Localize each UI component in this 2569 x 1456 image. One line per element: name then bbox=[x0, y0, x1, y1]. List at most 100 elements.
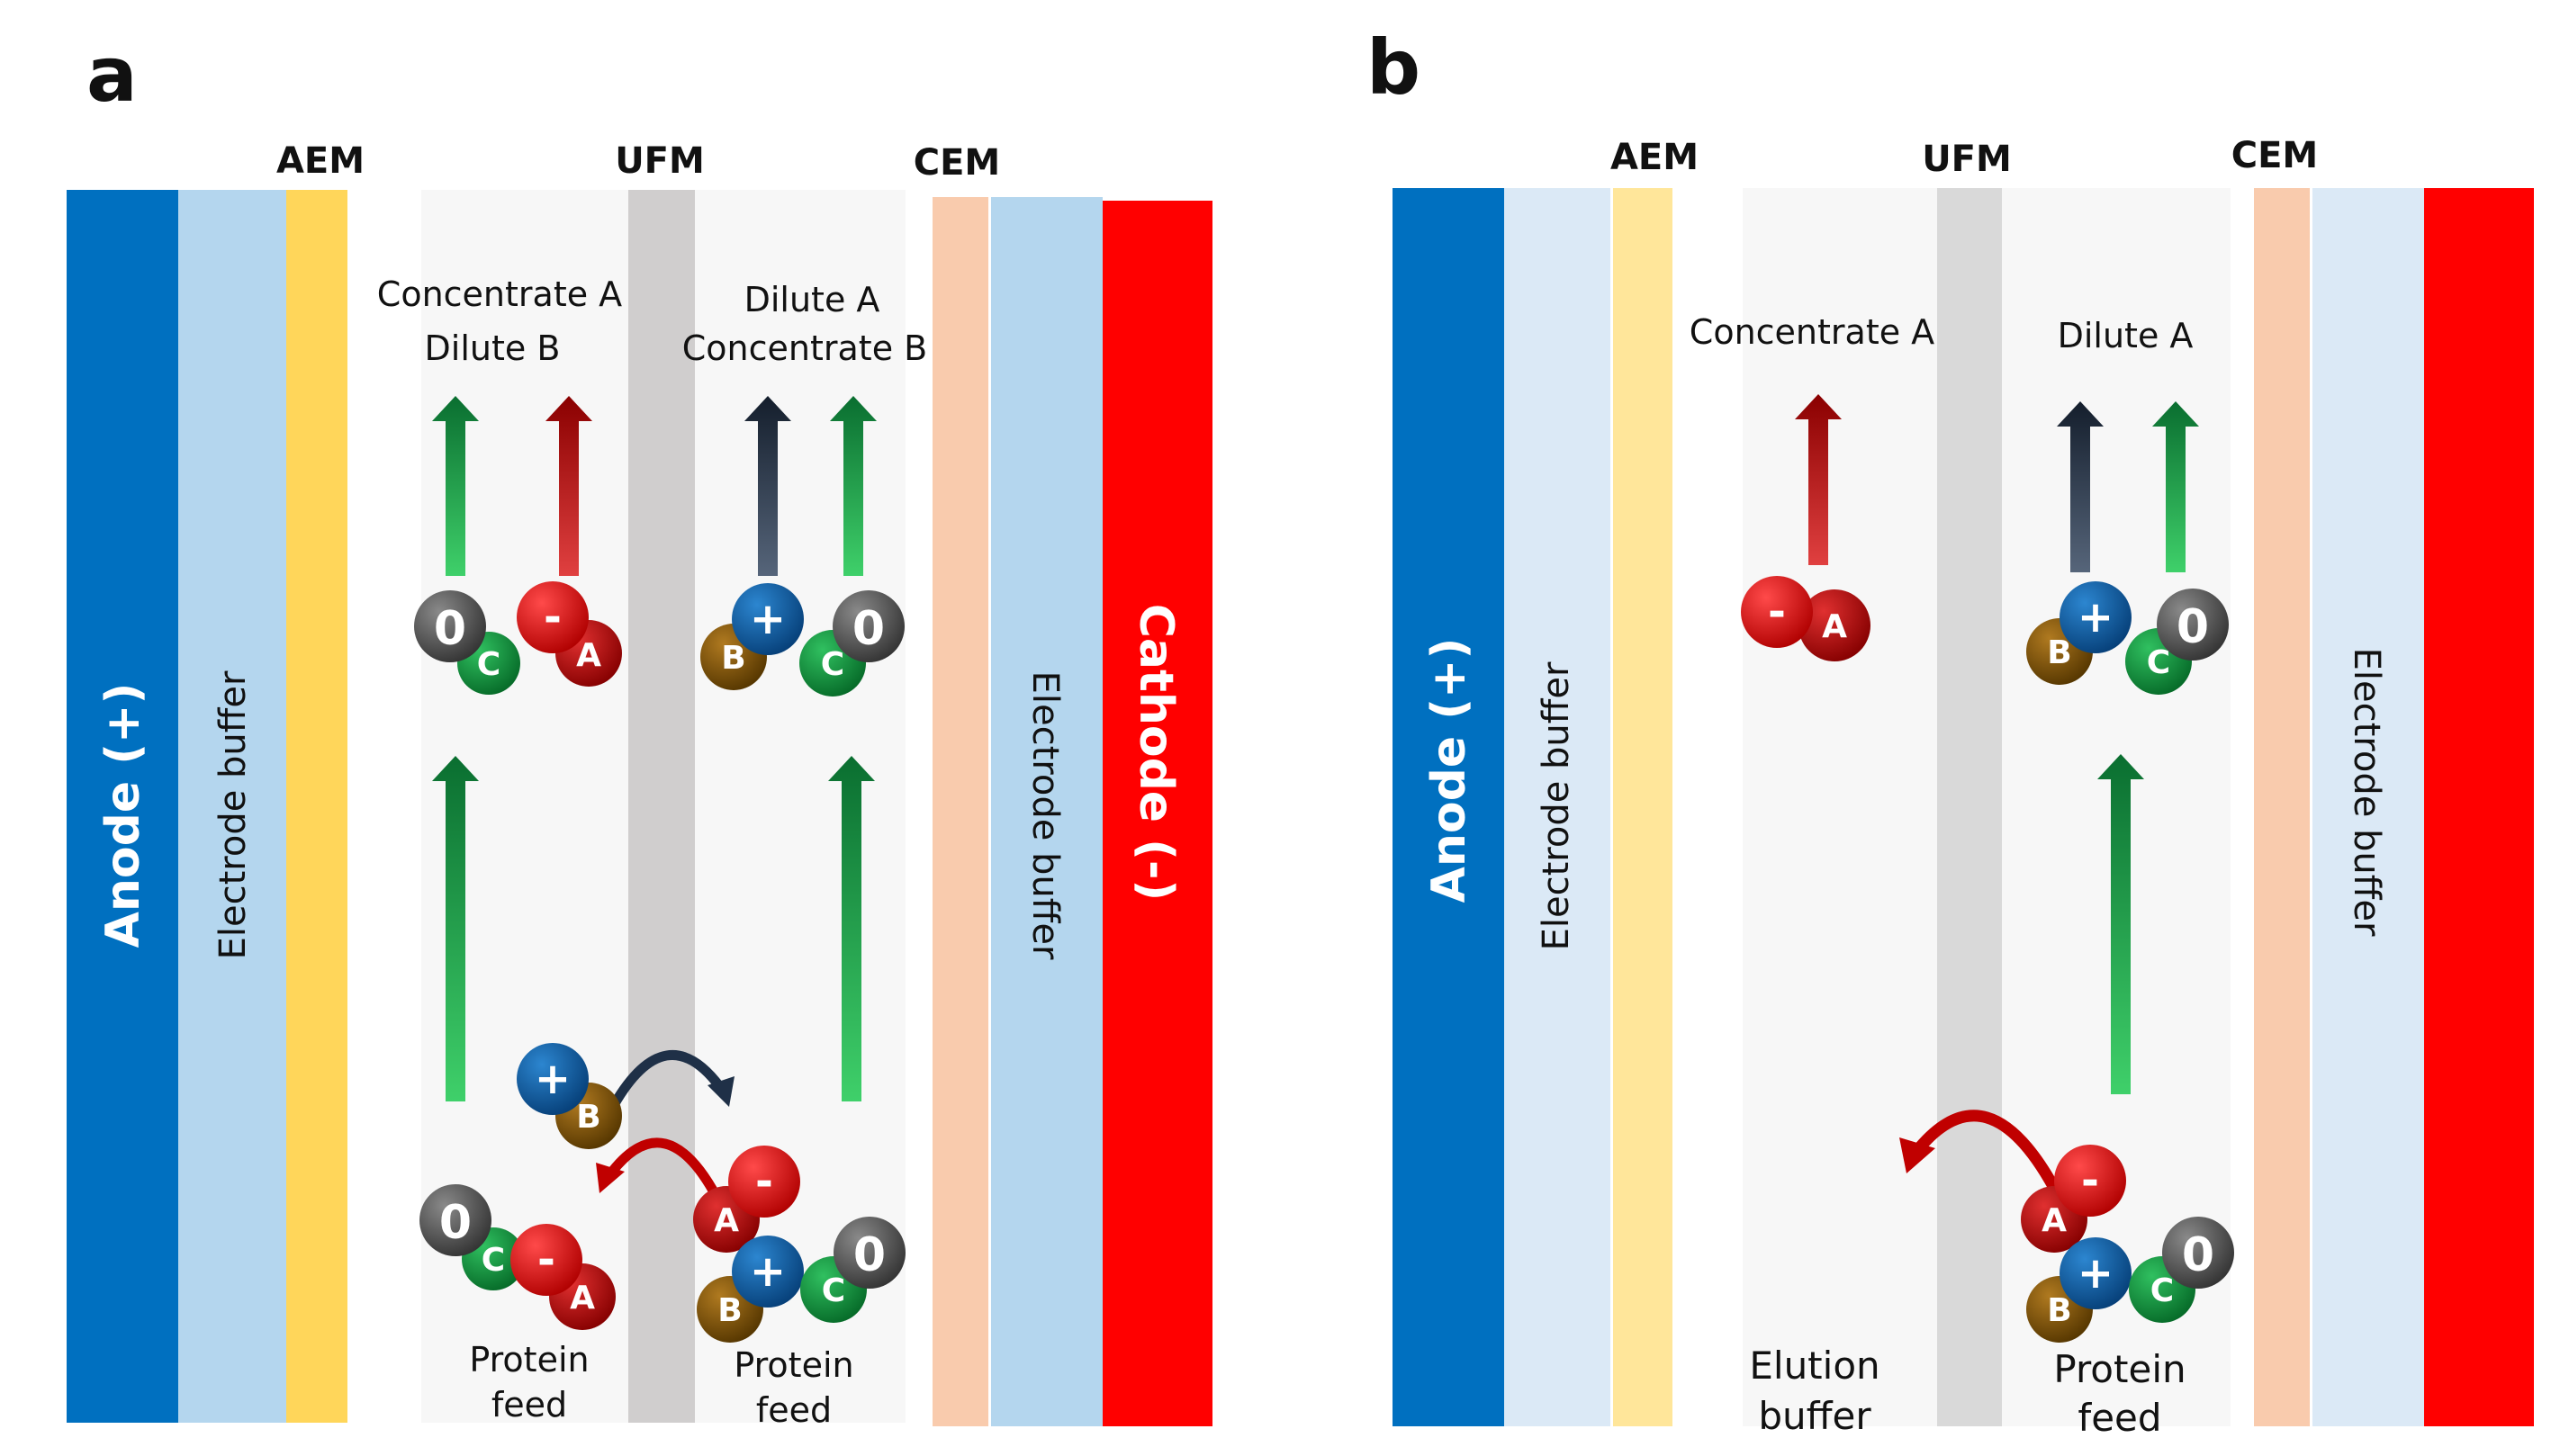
arrow-green-up bbox=[2152, 401, 2199, 572]
arrow-green-up bbox=[830, 396, 877, 576]
molecule: A - bbox=[1741, 576, 1870, 661]
electrode-buffer-right-label: Electrode buffer bbox=[1024, 671, 1066, 960]
ufm-membrane bbox=[628, 190, 695, 1423]
ion-label: 0 bbox=[434, 602, 466, 656]
cathode-label: Cathode (-) bbox=[1129, 604, 1183, 902]
cem-membrane bbox=[933, 197, 988, 1426]
arrow-curved-navy-head bbox=[708, 1076, 735, 1107]
molecule: B + bbox=[517, 1043, 622, 1149]
molecule: C 0 bbox=[414, 590, 520, 695]
ion-label: - bbox=[537, 1235, 555, 1285]
ion-sphere bbox=[517, 581, 589, 653]
electrode-buffer-right-label: Electrode buffer bbox=[2346, 648, 2387, 937]
anode-electrode bbox=[67, 190, 178, 1423]
ion-label: C bbox=[821, 646, 844, 683]
dilute-a-label: Dilute A bbox=[2058, 316, 2194, 355]
protein-feed-line2: feed bbox=[2078, 1396, 2161, 1440]
ion-sphere bbox=[833, 590, 905, 662]
aem-label: AEM bbox=[1610, 137, 1699, 178]
ion-label: 0 bbox=[439, 1196, 472, 1250]
ion-sphere bbox=[2157, 589, 2229, 661]
ion-sphere bbox=[419, 1184, 491, 1256]
ion-sphere bbox=[1798, 589, 1870, 661]
arrow-red-up bbox=[1795, 394, 1842, 565]
panel-b-letter: b bbox=[1366, 23, 1420, 112]
ion-label: - bbox=[2081, 1155, 2099, 1206]
arrow-green-up bbox=[432, 396, 479, 576]
ufm-label: UFM bbox=[1922, 139, 2012, 180]
arrow-curved-red-head bbox=[596, 1163, 625, 1193]
elution-buffer-line2: buffer bbox=[1758, 1394, 1871, 1438]
ion-label: C bbox=[482, 1242, 505, 1279]
dilute-a-label: Dilute A bbox=[744, 280, 880, 319]
molecule: A - B + C 0 bbox=[2021, 1145, 2234, 1343]
flow-arrows bbox=[1795, 394, 2199, 1191]
ion-sphere bbox=[728, 1146, 800, 1218]
ion-label: + bbox=[535, 1054, 571, 1104]
molecule: B + bbox=[700, 583, 804, 690]
cathode-label: Cathode (-) bbox=[2450, 627, 2504, 925]
molecule: A - B + C 0 bbox=[693, 1146, 906, 1343]
arrow-navy-up bbox=[2057, 401, 2104, 572]
ion-label: B bbox=[576, 1099, 600, 1136]
ion-sphere bbox=[2162, 1217, 2234, 1289]
protein-feed-right-line1: Protein bbox=[734, 1345, 853, 1385]
ion-label: A bbox=[1822, 608, 1847, 645]
ion-label: + bbox=[2078, 592, 2114, 643]
aem-membrane bbox=[286, 190, 347, 1423]
molecule: C 0 B + bbox=[2026, 581, 2229, 695]
ion-label: B bbox=[2047, 1292, 2071, 1329]
protein-feed-left-line1: Protein bbox=[469, 1340, 589, 1380]
ion-sphere bbox=[834, 1217, 906, 1289]
arrow-red-up bbox=[545, 396, 592, 576]
aem-membrane bbox=[1613, 188, 1672, 1426]
electrode-buffer-left bbox=[1504, 188, 1610, 1426]
ion-label: - bbox=[1768, 587, 1786, 637]
arrow-curved-navy bbox=[609, 1049, 725, 1108]
panel-a-letter: a bbox=[86, 31, 138, 119]
aem-label: AEM bbox=[276, 140, 365, 182]
ufm-membrane bbox=[1937, 188, 2002, 1426]
anode-label: Anode (+) bbox=[96, 683, 150, 948]
cem-membrane bbox=[2254, 188, 2310, 1426]
ion-label: C bbox=[2147, 644, 2170, 681]
arrow-green-up-long bbox=[432, 756, 479, 1101]
ion-sphere bbox=[2060, 581, 2132, 653]
arrow-green-up-long bbox=[2097, 754, 2144, 1094]
arrow-navy-up bbox=[744, 396, 791, 576]
ion-sphere bbox=[2054, 1145, 2126, 1217]
ion-label: B bbox=[2047, 634, 2071, 671]
ion-label: 0 bbox=[2182, 1228, 2214, 1282]
electrode-buffer-right bbox=[991, 197, 1103, 1426]
ion-sphere bbox=[732, 583, 804, 655]
ion-label: 0 bbox=[2177, 600, 2209, 654]
ion-label: + bbox=[750, 594, 786, 644]
ion-label: 0 bbox=[852, 602, 885, 656]
ion-label: B bbox=[717, 1292, 742, 1329]
electrode-buffer-left bbox=[178, 190, 286, 1423]
ion-sphere bbox=[517, 1043, 589, 1115]
ion-label: C bbox=[822, 1272, 845, 1309]
molecule: C 0 bbox=[799, 590, 905, 697]
electrode-buffer-right bbox=[2312, 188, 2424, 1426]
cem-label: CEM bbox=[2231, 135, 2318, 176]
ion-label: + bbox=[750, 1246, 786, 1297]
flow-arrows bbox=[432, 396, 877, 1200]
ion-label: A bbox=[2042, 1202, 2067, 1239]
ion-label: A bbox=[576, 637, 601, 674]
ion-sphere bbox=[510, 1224, 582, 1296]
arrow-curved-red bbox=[1915, 1110, 2060, 1191]
ion-label: + bbox=[2078, 1248, 2114, 1299]
ion-sphere bbox=[732, 1236, 804, 1308]
elution-buffer-line1: Elution bbox=[1749, 1344, 1879, 1388]
ion-label: - bbox=[755, 1156, 773, 1207]
arrow-curved-red bbox=[608, 1137, 721, 1200]
anode-label: Anode (+) bbox=[1422, 638, 1476, 903]
ion-label: C bbox=[477, 646, 500, 683]
ion-sphere bbox=[1741, 576, 1813, 648]
ion-sphere bbox=[414, 590, 486, 662]
ion-label: C bbox=[2150, 1272, 2174, 1309]
protein-feed-left-line2: feed bbox=[491, 1385, 567, 1425]
panel-b: b AEM UFM CEM Anode (+) Electrode buffer… bbox=[1366, 23, 2534, 1440]
